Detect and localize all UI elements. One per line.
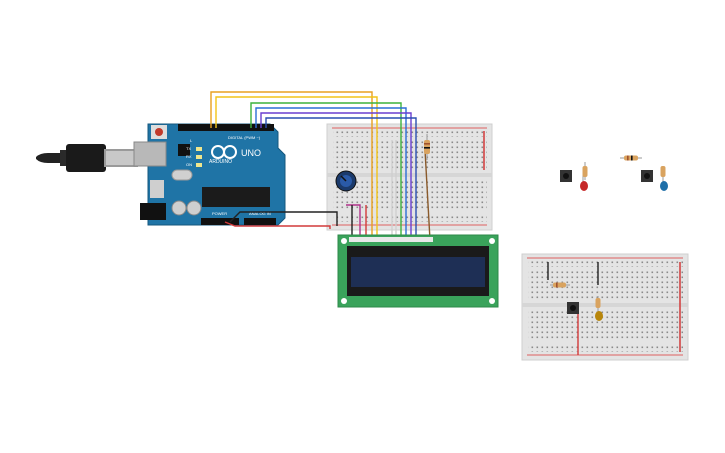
resistor-icon[interactable] [424, 134, 430, 160]
digital-header [178, 124, 274, 131]
wires [210, 91, 431, 241]
analog-header-label: ANALOG IN [249, 211, 271, 216]
board-model: UNO [241, 148, 261, 158]
l-label: L [190, 138, 193, 143]
resistor-icon-breadboard-2[interactable] [550, 282, 570, 288]
power-header [201, 218, 239, 225]
pushbutton-icon-2[interactable] [641, 170, 653, 182]
usb-cable-icon[interactable] [36, 144, 138, 172]
wire-brown [424, 149, 431, 241]
microcontroller-chip [202, 187, 270, 207]
blue-led-icon[interactable] [660, 166, 668, 191]
wire-purple [260, 112, 412, 240]
wire-red-5v [224, 221, 331, 229]
wire-blue-2 [265, 117, 417, 240]
wire-yellow [215, 96, 378, 240]
main-breadboard[interactable] [326, 123, 493, 231]
digital-header-label: DIGITAL (PWM ~) [228, 135, 261, 140]
power-header-label: POWER [212, 211, 227, 216]
wire-orange [210, 91, 373, 240]
usb-port [133, 141, 167, 167]
lcd-pin-row [349, 237, 433, 242]
pushbutton-icon-breadboard-2[interactable] [567, 302, 579, 314]
analog-header [244, 218, 276, 225]
wire-green [250, 102, 402, 240]
tx-label: TX [186, 146, 191, 151]
rx-label: RX [186, 154, 192, 159]
dc-jack [140, 203, 166, 220]
on-label: ON [186, 162, 192, 167]
board-logo: ARDUINO [209, 159, 232, 165]
arduino-uno-board[interactable]: ARDUINO UNO DIGITAL (PWM ~) TX RX ON L P… [133, 123, 286, 226]
pushbutton-icon[interactable] [560, 170, 572, 182]
resistor-icon-horizontal[interactable] [620, 155, 642, 161]
potentiometer-icon[interactable] [335, 170, 357, 192]
wire-magenta [346, 204, 361, 240]
secondary-breadboard[interactable] [521, 253, 689, 361]
lcd-display-16x2[interactable] [337, 234, 499, 308]
wire-black-gnd [229, 211, 338, 226]
resistor-icon-vertical[interactable] [582, 162, 588, 180]
lcd-screen [351, 257, 485, 287]
wire-blue [255, 107, 407, 240]
yellow-led-icon[interactable] [595, 296, 603, 321]
